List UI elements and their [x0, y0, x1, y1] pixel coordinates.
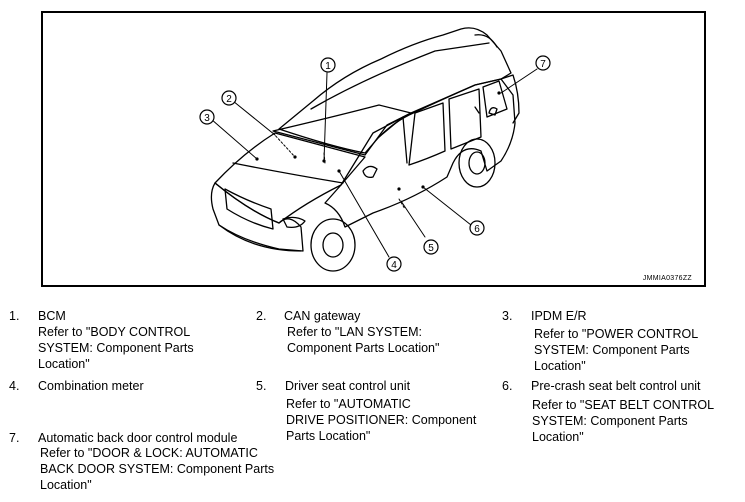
hood-crease: [232, 162, 344, 184]
roof-line: [310, 42, 490, 110]
reference-line: Location": [532, 430, 584, 444]
callout-4: 4: [386, 256, 402, 272]
quarter-window: [482, 80, 508, 118]
item-title: CAN gateway: [284, 309, 361, 323]
callout-6: 6: [469, 220, 485, 236]
item-number: 7.: [9, 431, 20, 445]
rear-pillar: [500, 74, 520, 124]
callout-1-label: 1: [325, 61, 331, 72]
front-bumper: [218, 224, 302, 252]
front-wheel-hub: [322, 232, 344, 258]
callout-1: 1: [320, 57, 336, 73]
roof-rail: [474, 34, 498, 48]
item-number: 4.: [9, 379, 20, 393]
leader-lines: [210, 68, 538, 258]
reference-line: Refer to "POWER CONTROL: [534, 327, 699, 341]
callout-2: 2: [221, 90, 237, 106]
rear-wheel: [458, 138, 496, 188]
reference-line: Refer to "BODY CONTROL: [38, 325, 191, 339]
item-title: BCM: [38, 309, 66, 323]
item-number: 2.: [256, 309, 267, 323]
item-number: 3.: [502, 309, 513, 323]
callout-3-label: 3: [204, 113, 210, 124]
vehicle-roof: [278, 27, 512, 154]
item-title: Driver seat control unit: [285, 379, 411, 393]
reference-line: DRIVE POSITIONER: Component: [286, 413, 477, 427]
vehicle-illustration: 1 2 3 4 5 6 7: [199, 27, 551, 272]
reference-line: Location": [534, 359, 586, 373]
item-title: IPDM E/R: [531, 309, 587, 323]
vehicle-body-side: [324, 78, 516, 228]
item-reference[interactable]: Refer to "POWER CONTROL SYSTEM: Componen…: [534, 326, 698, 374]
figure-id: JMMIA0376ZZ: [642, 275, 692, 282]
item-title: Automatic back door control module: [38, 431, 238, 445]
door-handle: [474, 106, 480, 114]
reference-line: Refer to "DOOR & LOCK: AUTOMATIC: [40, 446, 258, 460]
item-reference[interactable]: Refer to "DOOR & LOCK: AUTOMATIC BACK DO…: [40, 445, 274, 493]
reference-line: Refer to "AUTOMATIC: [286, 397, 411, 411]
front-grille: [224, 188, 274, 230]
reference-line: Location": [38, 357, 90, 371]
headlamp: [282, 216, 306, 229]
front-door-frame: [378, 116, 408, 164]
callout-7: 7: [535, 55, 551, 71]
item-reference[interactable]: Refer to "LAN SYSTEM: Component Parts Lo…: [287, 324, 439, 356]
item-number: 1.: [9, 309, 20, 323]
item-number: 6.: [502, 379, 513, 393]
rear-window: [448, 88, 482, 150]
reference-line: SYSTEM: Component Parts: [534, 343, 690, 357]
side-mirror: [362, 165, 378, 179]
reference-line: SYSTEM: Component Parts: [38, 341, 194, 355]
callout-4-label: 4: [391, 260, 397, 271]
vehicle-diagram: 1 2 3 4 5 6 7 JMMIA0376ZZ: [41, 11, 706, 287]
reference-line: BACK DOOR SYSTEM: Component Parts: [40, 462, 275, 476]
item-reference[interactable]: Refer to "BODY CONTROL SYSTEM: Component…: [38, 324, 194, 372]
component-markers: [255, 91, 501, 191]
front-window: [408, 102, 446, 166]
callout-5-label: 5: [428, 243, 434, 254]
item-number: 5.: [256, 379, 267, 393]
fuel-lid: [488, 107, 498, 116]
callout-6-label: 6: [474, 224, 480, 235]
item-reference[interactable]: Refer to "AUTOMATIC DRIVE POSITIONER: Co…: [286, 396, 476, 444]
callout-5: 5: [423, 239, 439, 255]
reference-line: Parts Location": [286, 429, 371, 443]
callout-2-label: 2: [226, 94, 232, 105]
callout-3: 3: [199, 109, 215, 125]
item-title: Pre-crash seat belt control unit: [531, 379, 701, 393]
reference-line: SYSTEM: Component Parts: [532, 414, 688, 428]
item-title: Combination meter: [38, 379, 144, 393]
item-reference[interactable]: Refer to "SEAT BELT CONTROL SYSTEM: Comp…: [532, 397, 714, 445]
reference-line: Refer to "SEAT BELT CONTROL: [532, 398, 715, 412]
front-wheel: [310, 218, 356, 272]
reference-line: Component Parts Location": [287, 341, 440, 355]
reference-line: Location": [40, 478, 92, 492]
reference-line: Refer to "LAN SYSTEM:: [287, 325, 423, 339]
callout-7-label: 7: [540, 59, 546, 70]
rear-wheel-hub: [468, 151, 486, 175]
front-fascia: [210, 182, 304, 252]
